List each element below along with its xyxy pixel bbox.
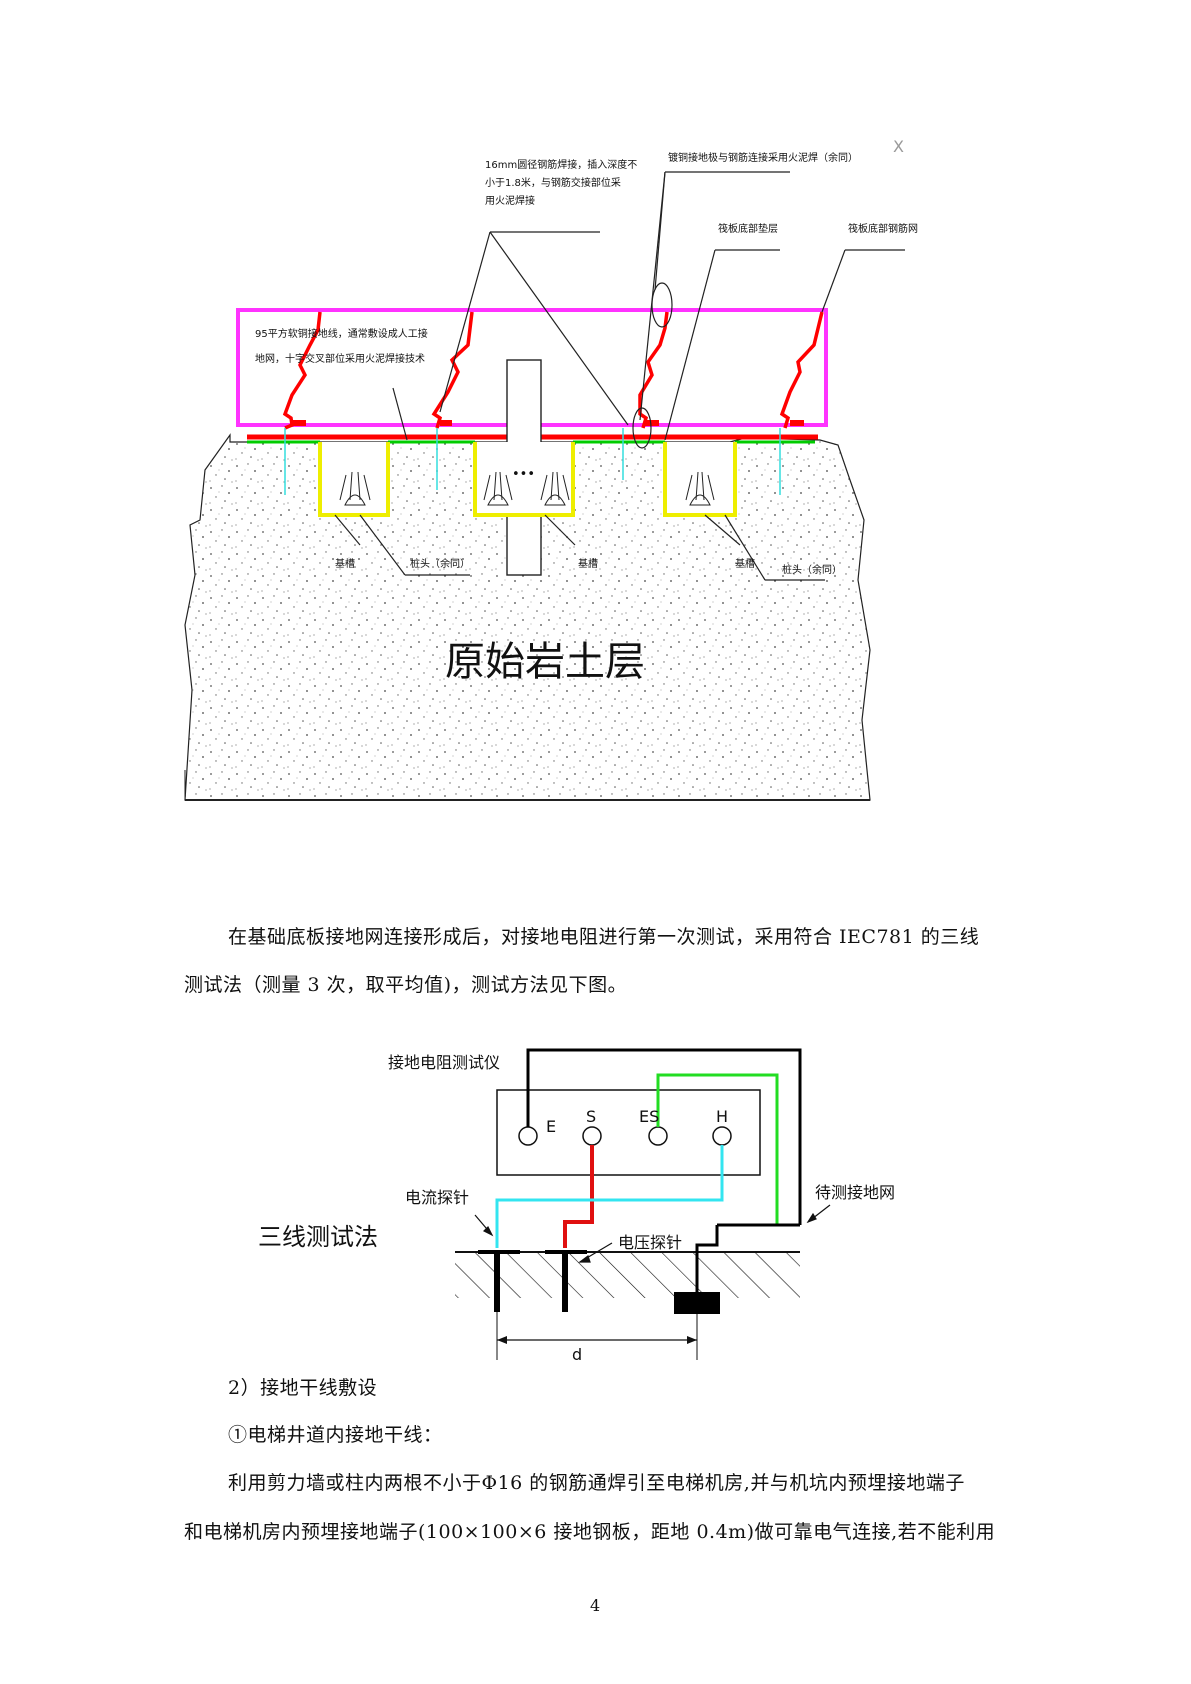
note-rod-line-3: 用火泥焊接 [485, 194, 535, 207]
section-line-2: 和电梯机房内预埋接地端子(100×100×6 接地钢板，距地 0.4m)做可靠电… [184, 1521, 996, 1543]
label-trench-right: 基槽 [735, 557, 755, 570]
wire-es [656, 1073, 779, 1225]
section-heading: 2）接地干线敷设 [228, 1377, 378, 1399]
terminal-es-socket [648, 1126, 668, 1146]
grid-block [674, 1292, 720, 1314]
section-line-1: 利用剪力墙或柱内两根不小于Φ16 的钢筋通焊引至电梯机房,并与机坑内预埋接地端子 [228, 1472, 965, 1494]
paragraph-1-line-2: 测试法（测量 3 次，取平均值)，测试方法见下图。 [184, 974, 628, 996]
label-rebar-mesh: 筏板底部钢筋网 [848, 222, 918, 235]
label-pile-head-right: 桩头（余同） [782, 563, 842, 576]
label-cushion-layer: 筏板底部垫层 [718, 222, 778, 235]
rebar-risers [282, 311, 824, 430]
pile-cap-middle [473, 442, 575, 517]
wire-e [526, 1048, 802, 1225]
terminal-e-socket [518, 1126, 538, 1146]
terminal-s-socket [582, 1126, 602, 1146]
note-weld: 镀铜接地极与钢筋连接采用火泥焊（余同） [668, 151, 858, 164]
foundation-grounding-diagram: 16mm圆径钢筋焊接，插入深度不 小于1.8米，与钢筋交接部位采 用火泥焊接 镀… [184, 137, 918, 801]
pile-cap-right [663, 442, 737, 517]
soil-layer-label: 原始岩土层 [445, 639, 645, 685]
continuation-dots: ••• [512, 467, 535, 482]
label-trench-left: 基槽 [335, 557, 355, 570]
wire-h [495, 1145, 724, 1248]
distance-d-label: d [572, 1345, 582, 1360]
terminal-s-label: S [586, 1107, 596, 1126]
note-copper-line-2: 地网，十字交叉部位采用火泥焊接技术 [255, 352, 425, 365]
terminal-e-label: E [546, 1117, 556, 1136]
label-trench-middle: 基槽 [578, 557, 598, 570]
note-rod-line-2: 小于1.8米，与钢筋交接部位采 [485, 176, 621, 189]
note-rod-line-1: 16mm圆径钢筋焊接，插入深度不 [485, 158, 637, 171]
ground-rods [284, 428, 781, 495]
terminal-h-label: H [716, 1107, 728, 1126]
tester-label: 接地电阻测试仪 [388, 1053, 500, 1072]
label-pile-head-left: 桩头（余同） [410, 557, 470, 570]
method-title: 三线测试法 [258, 1223, 378, 1251]
pile-cap-left [318, 442, 390, 517]
page-number: 4 [590, 1596, 601, 1615]
note-copper-line-1: 95平方软铜接地线，通常敷设成人工接 [255, 327, 428, 340]
wire-s [563, 1145, 594, 1248]
terminal-h-socket [712, 1126, 732, 1146]
current-probe-label: 电流探针 [405, 1188, 469, 1207]
section-subheading: ①电梯井道内接地干线： [228, 1424, 443, 1446]
grid-under-test-label: 待测接地网 [815, 1183, 895, 1202]
three-wire-test-diagram: 接地电阻测试仪 E S ES H 电流探针 电压探针 待测接地网 三线测试法 d [258, 1048, 895, 1360]
terminal-es-label: ES [639, 1107, 659, 1126]
paragraph-1-line-1: 在基础底板接地网连接形成后，对接地电阻进行第一次测试，采用符合 IEC781 的… [228, 926, 980, 948]
corner-mark: X [893, 137, 904, 156]
voltage-probe-label: 电压探针 [618, 1233, 682, 1252]
grid-connection [695, 1225, 719, 1292]
